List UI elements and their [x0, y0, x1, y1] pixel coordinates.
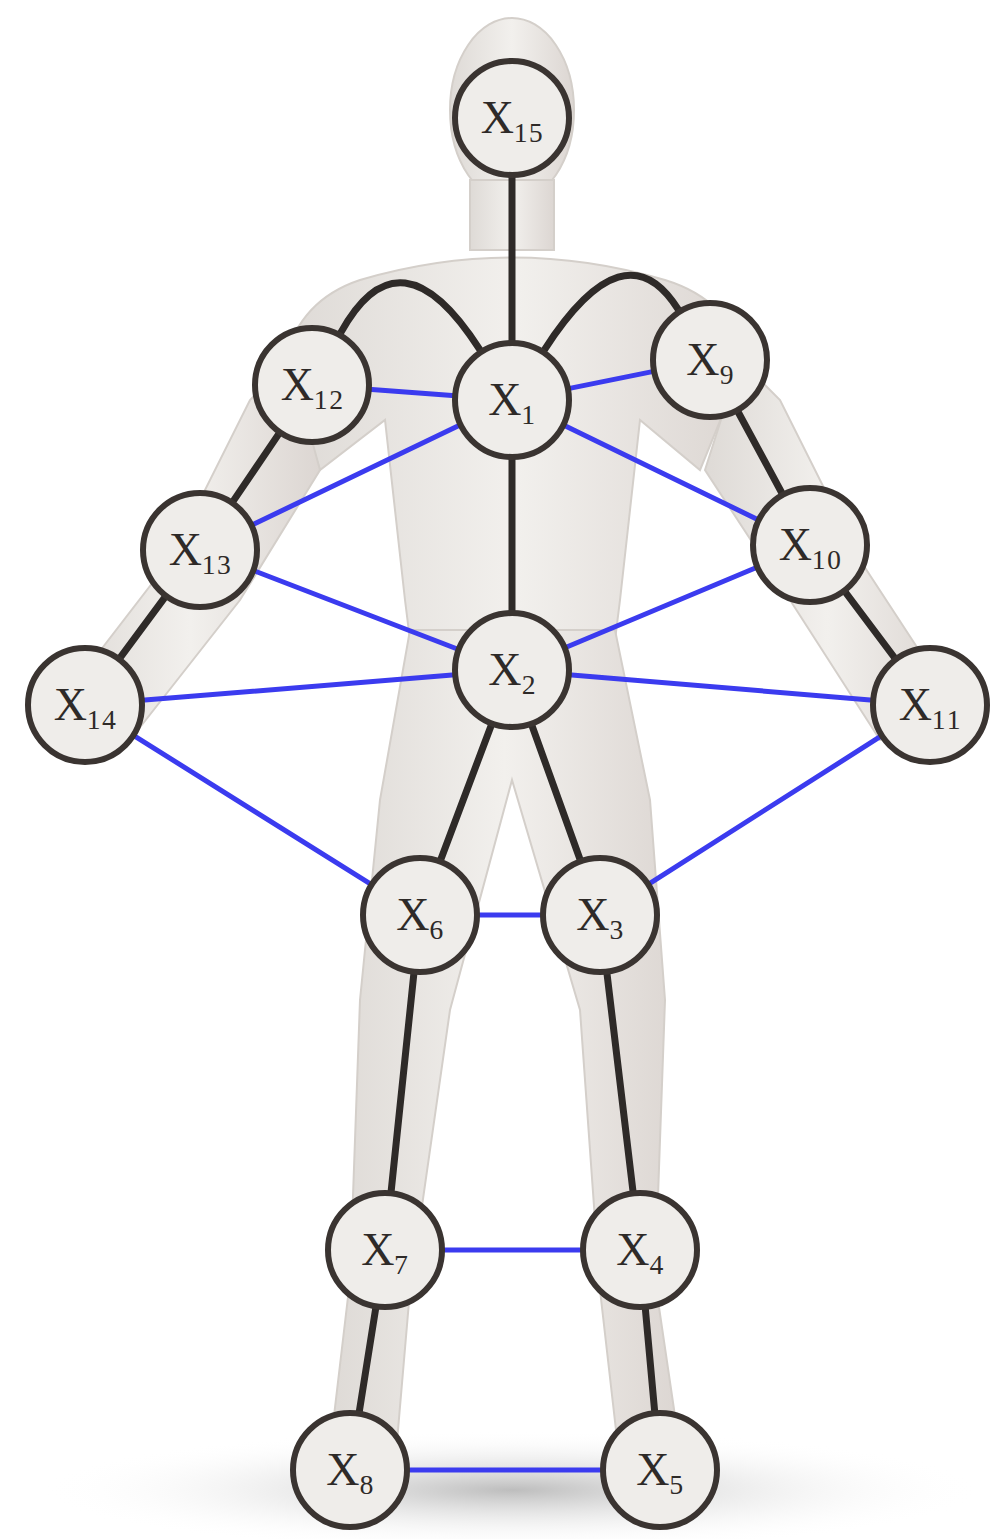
relation-link — [145, 675, 452, 700]
joint-circle: X₁₁ — [870, 645, 990, 765]
circle-shape — [28, 648, 142, 762]
joint-label: X₃ — [576, 892, 623, 938]
legs — [330, 630, 680, 1465]
circle-shape — [363, 858, 477, 972]
floor-shadow — [42, 1430, 982, 1539]
circle-shape — [603, 1413, 717, 1527]
joint-circle: X₁₄ — [25, 645, 145, 765]
joint-label: X₈ — [326, 1447, 373, 1493]
circle-shape — [293, 1413, 407, 1527]
bone-link — [121, 598, 164, 657]
joint-circle: X₁₅ — [452, 58, 572, 178]
joint-circle: X₁₃ — [140, 490, 260, 610]
joint-label: X₄ — [616, 1227, 663, 1273]
joint-label: X₂ — [488, 647, 535, 693]
relation-link — [372, 389, 452, 395]
joint-circle: X₁₂ — [252, 325, 372, 445]
joint-label: X₁₄ — [54, 682, 116, 728]
relation-link — [254, 426, 458, 524]
circle-shape — [583, 1193, 697, 1307]
circle-shape — [455, 613, 569, 727]
joint-circle: X₇ — [325, 1190, 445, 1310]
joint-label: X₉ — [686, 337, 733, 383]
circle-shape — [543, 858, 657, 972]
relation-link — [445, 1248, 580, 1253]
bone-link — [441, 726, 491, 859]
relation-link — [567, 568, 754, 647]
bone-link — [359, 1309, 375, 1410]
bone-link — [846, 593, 894, 657]
bone-link — [645, 1310, 654, 1410]
joint-label: X₁₁ — [899, 682, 961, 728]
head — [450, 18, 574, 202]
joint-circle: X₄ — [580, 1190, 700, 1310]
joint-label: X₇ — [361, 1227, 408, 1273]
bone-link — [607, 975, 633, 1191]
joint-label: X₁₀ — [779, 522, 841, 568]
joint-circle: X₅ — [600, 1410, 720, 1530]
circle-shape — [455, 61, 569, 175]
joint-label: X₁₂ — [281, 362, 343, 408]
circle-shape — [328, 1193, 442, 1307]
circle-shape — [873, 648, 987, 762]
joint-label: X₅ — [636, 1447, 683, 1493]
joint-circle: X₁ — [452, 340, 572, 460]
bone-link — [739, 413, 782, 492]
relation-link — [480, 913, 540, 918]
bone-link — [391, 975, 414, 1191]
relation-link — [572, 675, 870, 700]
joint-circle: X₆ — [360, 855, 480, 975]
circle-shape — [255, 328, 369, 442]
bone-link — [341, 283, 480, 350]
joint-circle: X₈ — [290, 1410, 410, 1530]
relation-link — [651, 737, 880, 883]
bone-link — [532, 726, 579, 858]
joint-label: X₁ — [488, 377, 535, 423]
joint-circle: X₁₀ — [750, 485, 870, 605]
joint-label: X₁₃ — [169, 527, 231, 573]
circle-shape — [753, 488, 867, 602]
circle-shape — [143, 493, 257, 607]
joint-circle: X₃ — [540, 855, 660, 975]
relation-link — [256, 572, 456, 649]
circle-shape — [653, 303, 767, 417]
circle-shape — [455, 343, 569, 457]
bone-link — [509, 178, 516, 340]
joint-label: X₆ — [396, 892, 443, 938]
bone-link — [234, 435, 279, 501]
relation-link — [566, 426, 756, 518]
joint-circle: X₂ — [452, 610, 572, 730]
relation-link — [410, 1468, 600, 1473]
relation-link — [571, 372, 651, 388]
relation-link — [136, 737, 369, 883]
bone-link — [509, 460, 516, 610]
joint-circle: X₉ — [650, 300, 770, 420]
joint-label: X₁₅ — [481, 95, 543, 141]
